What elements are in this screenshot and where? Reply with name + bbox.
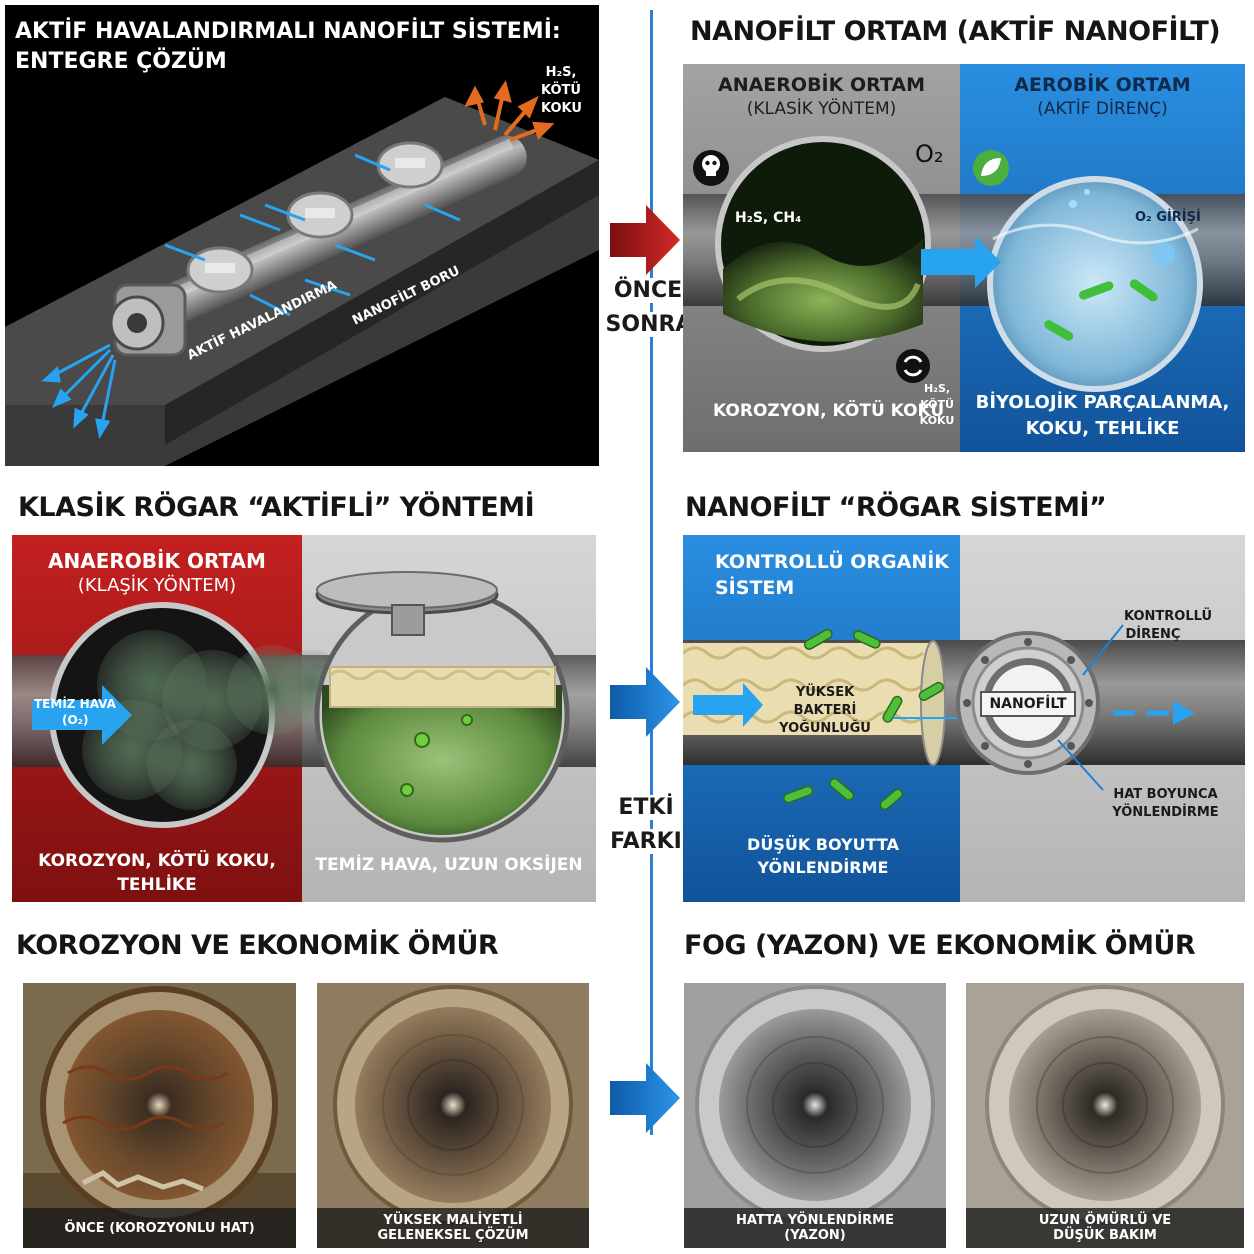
- integrated-title-line1: AKTİF HAVALANDIRMALI NANOFİLT SİSTEMİ:: [15, 19, 561, 44]
- corroded-pipe-graphic: [23, 983, 296, 1248]
- clean-air-label-1: TEMİZ HAVA: [34, 697, 116, 711]
- o2-entry-label: O₂ GİRİŞİ: [1135, 210, 1201, 225]
- clean-air-label-2: (O₂): [62, 713, 89, 727]
- toxic-smoke: [82, 630, 347, 810]
- redirected-pipe-graphic: [684, 983, 946, 1248]
- integrated-system-panel: AKTİF HAVALANDIRMALI NANOFİLT SİSTEMİ: E…: [5, 5, 599, 466]
- klasik-rogar-title: KLASİK RÖGAR “AKTİFLİ” YÖNTEMİ: [18, 492, 535, 523]
- red-caption-2: TEHLİKE: [117, 875, 197, 895]
- aerobic-caption-1: BİYOLOJİK PARÇALANMA,: [975, 392, 1230, 413]
- before-after-arrow: [610, 205, 680, 275]
- red-title-1: ANAEROBİK ORTAM: [48, 549, 266, 573]
- nanofilt-valve-label: NANOFİLT: [980, 691, 1076, 717]
- fog-title: FOG (YAZON) VE EKONOMİK ÖMÜR: [684, 930, 1196, 961]
- aerobic-caption-2: KOKU, TEHLİKE: [1025, 418, 1180, 439]
- anaerobic-aerobic-panel: ANAEROBİK ORTAM (KLASİK YÖNTEM) AEROBİK …: [683, 64, 1245, 452]
- anaerobic-aerobic-illustration: [683, 64, 1245, 452]
- anaerobic-caption: KOROZYON, KÖTÜ KOKU: [713, 401, 945, 421]
- aerobic-title-2: (AKTİF DİRENÇ): [1037, 99, 1168, 119]
- anaerobic-title-2: (KLASİK YÖNTEM): [746, 99, 897, 119]
- once-label: ÖNCE: [608, 278, 688, 303]
- photo1-caption: ÖNCE (KOROZYONLU HAT): [23, 1208, 296, 1248]
- photo-corroded-pipe: ÖNCE (KOROZYONLU HAT): [23, 983, 296, 1248]
- o2-label: O₂: [915, 140, 944, 168]
- gas-small-1: H₂S,: [923, 382, 951, 395]
- gas-label-line1: H₂S,: [545, 65, 577, 80]
- recycle-icon: [896, 349, 930, 383]
- callout-top-2: DİRENÇ: [1125, 627, 1181, 642]
- blue-caption-2: YÖNLENDİRME: [757, 858, 889, 877]
- nanofilt-rogar-title: NANOFİLT “RÖGAR SİSTEMİ”: [685, 492, 1107, 523]
- etki-label: ETKİ: [606, 795, 686, 820]
- integrated-title-line2: ENTEGRE ÇÖZÜM: [15, 49, 227, 74]
- blue-caption-1: DÜŞÜK BOYUTTA: [747, 835, 899, 854]
- center-divider-line: [650, 10, 653, 1135]
- long-life-pipe-graphic: [966, 983, 1244, 1248]
- red-title-2: (KLAŞİK YÖNTEM): [77, 575, 237, 596]
- sonra-label: SONRA: [604, 312, 694, 337]
- filter-unit-1: [186, 246, 254, 294]
- integrated-system-illustration: [5, 80, 599, 466]
- middle-arrow: [610, 667, 680, 737]
- blue-title-2: SİSTEM: [715, 577, 795, 599]
- klasik-rogar-panel: ANAEROBİK ORTAM (KLAŞİK YÖNTEM) TEMİZ HA…: [12, 535, 596, 902]
- bacteria-label-1: YÜKSEK: [795, 685, 855, 700]
- gray-caption: TEMİZ HAVA, UZUN OKSİJEN: [315, 855, 583, 875]
- filter-unit-2: [286, 191, 354, 239]
- farki-label: FARKI: [606, 829, 686, 854]
- red-caption-1: KOROZYON, KÖTÜ KOKU,: [38, 851, 276, 871]
- photo3-caption: HATTA YÖNLENDİRME(YAZON): [684, 1208, 946, 1248]
- aerobic-title-1: AEROBİK ORTAM: [1014, 74, 1191, 96]
- filter-unit-3: [376, 141, 444, 189]
- skull-icon: [693, 150, 729, 186]
- nanofilt-rogar-panel: KONTROLLÜ ORGANİK SİSTEM YÜKSEK BAKTERİ …: [683, 535, 1245, 902]
- gas-label-line3: KOKU: [541, 101, 582, 116]
- callout-bottom-1: HAT BOYUNCA: [1113, 787, 1218, 802]
- photo-redirected-pipe: HATTA YÖNLENDİRME(YAZON): [684, 983, 946, 1248]
- leaf-icon: [973, 150, 1009, 186]
- traditional-pipe-graphic: [317, 983, 589, 1248]
- anaerobic-title-1: ANAEROBİK ORTAM: [718, 74, 925, 96]
- manhole-cover: [315, 571, 499, 636]
- bottom-arrow: [610, 1063, 680, 1133]
- gas-small-2: KÖTÜ: [920, 398, 954, 411]
- klasik-rogar-illustration: [12, 535, 596, 902]
- blue-title-1: KONTROLLÜ ORGANİK: [715, 551, 950, 573]
- bacteria-label-2: BAKTERİ: [793, 703, 857, 718]
- korozyon-title: KOROZYON VE EKONOMİK ÖMÜR: [16, 930, 499, 961]
- gas-inside-label: H₂S, CH₄: [735, 210, 802, 226]
- fan-unit: [109, 283, 187, 357]
- gas-label-line2: KÖTÜ: [541, 83, 581, 98]
- callout-bottom-2: YÖNLENDİRME: [1112, 805, 1219, 820]
- gas-small-3: KOKU: [919, 414, 955, 427]
- nanofilt-rogar-illustration: [683, 535, 1245, 902]
- nanofilt-ortam-title: NANOFİLT ORTAM (AKTİF NANOFİLT): [690, 16, 1221, 47]
- callout-top-1: KONTROLLÜ: [1123, 609, 1212, 624]
- bacteria-label-3: YOĞUNLUĞU: [779, 721, 871, 736]
